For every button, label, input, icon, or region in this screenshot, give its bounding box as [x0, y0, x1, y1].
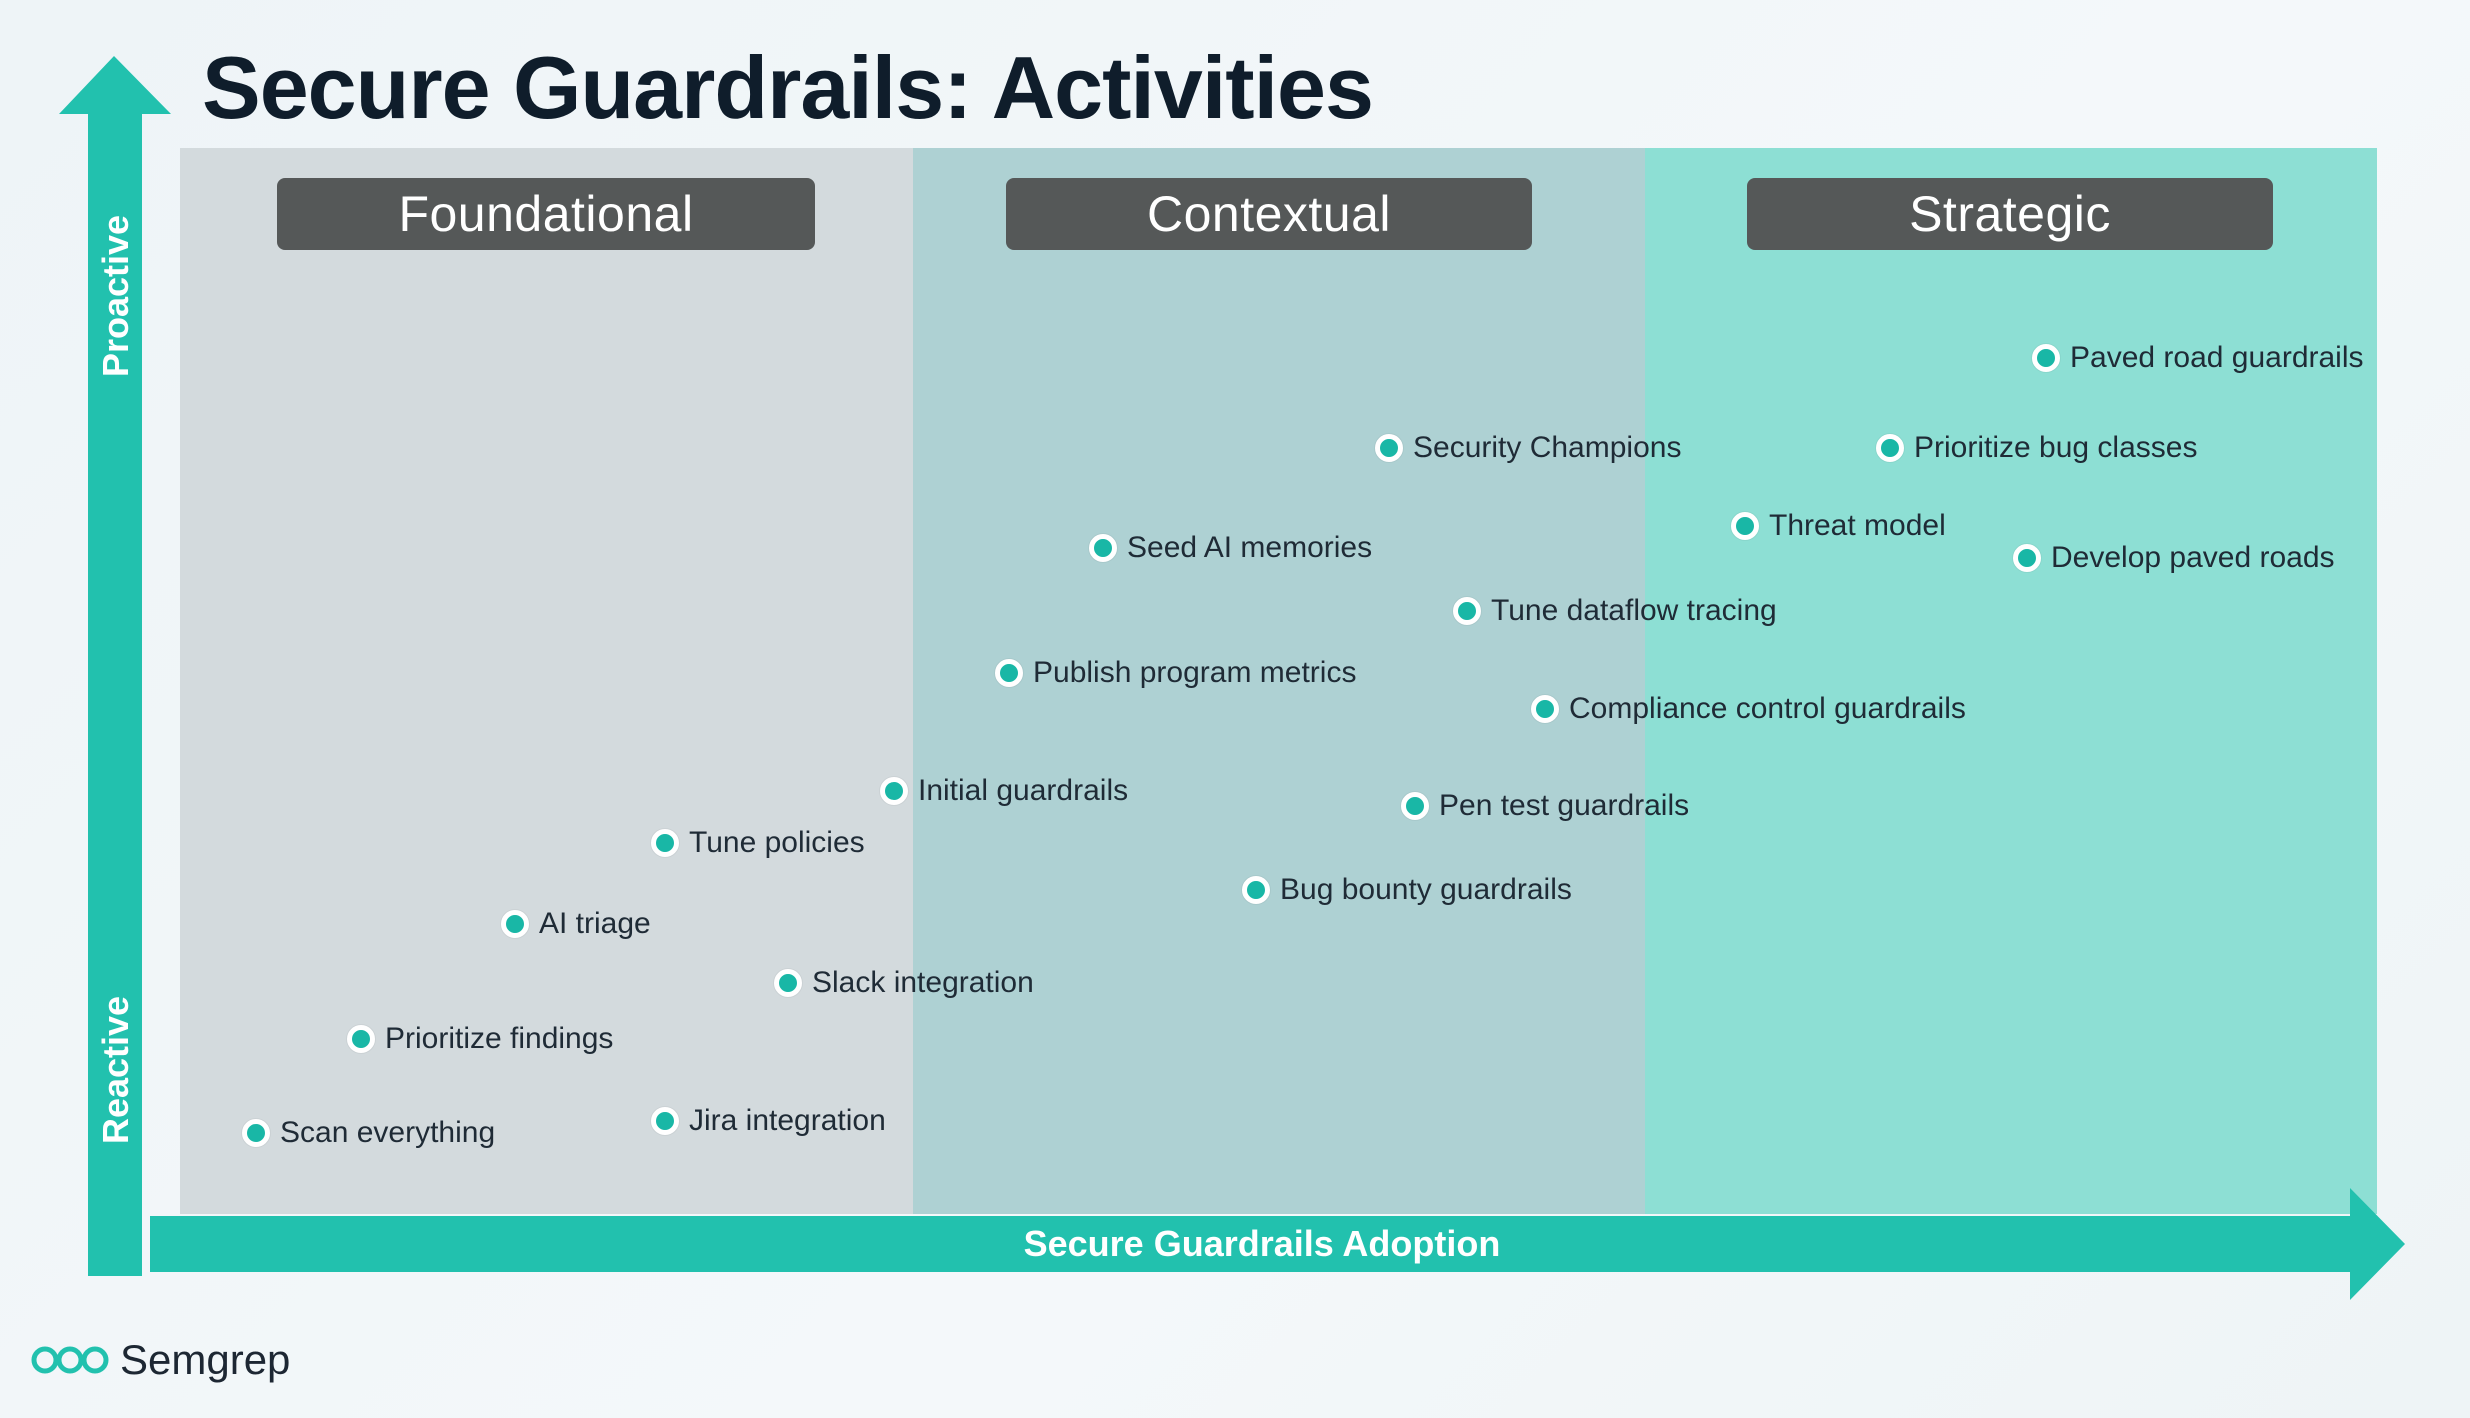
activity-scan-everything: Scan everything: [242, 1116, 495, 1150]
y-axis-arrow-shape: [59, 56, 171, 1276]
activity-label: Tune policies: [689, 826, 865, 859]
activity-label: Security Champions: [1413, 431, 1682, 464]
y-axis-label-reactive: Reactive: [95, 995, 136, 1145]
activity-dot: [651, 1107, 679, 1135]
activity-label: Seed AI memories: [1127, 531, 1373, 564]
activity-dot: [774, 969, 802, 997]
activity-label: Tune dataflow tracing: [1491, 594, 1777, 627]
activity-dot: [1453, 597, 1481, 625]
activity-dot: [1242, 876, 1270, 904]
activity-label: Develop paved roads: [2051, 541, 2335, 574]
activity-security-champions: Security Champions: [1375, 431, 1681, 465]
activity-seed-ai-memories: Seed AI memories: [1089, 531, 1372, 565]
activity-threat-model: Threat model: [1731, 509, 1946, 543]
band-header-strategic: Strategic: [1747, 178, 2273, 250]
x-axis-arrow-shape: [150, 1188, 2405, 1300]
activity-label: Scan everything: [280, 1116, 496, 1149]
y-axis-arrow: [59, 56, 171, 1276]
activity-dot: [2013, 544, 2041, 572]
activity-dot: [2032, 344, 2060, 372]
activity-tune-dataflow-tracing: Tune dataflow tracing: [1453, 594, 1777, 628]
page-title: Secure Guardrails: Activities: [202, 38, 1374, 137]
activity-publish-program-metrics: Publish program metrics: [995, 656, 1356, 690]
activity-prioritize-findings: Prioritize findings: [347, 1022, 613, 1056]
activity-dot: [995, 659, 1023, 687]
activity-label: Compliance control guardrails: [1569, 692, 1966, 725]
activity-label: Initial guardrails: [918, 774, 1129, 807]
activity-prioritize-bug-classes: Prioritize bug classes: [1876, 431, 2197, 465]
band-foundational: Foundational: [180, 148, 913, 1214]
activity-dot: [1375, 434, 1403, 462]
activity-develop-paved-roads: Develop paved roads: [2013, 541, 2335, 575]
x-axis-label: Secure Guardrails Adoption: [1023, 1223, 1501, 1264]
activity-dot: [1089, 534, 1117, 562]
semgrep-logo-text: Semgrep: [120, 1336, 291, 1383]
y-axis-label-proactive: Proactive: [95, 214, 136, 378]
activity-label: Threat model: [1769, 509, 1946, 542]
activity-bug-bounty-guardrails: Bug bounty guardrails: [1242, 873, 1572, 907]
activity-ai-triage: AI triage: [501, 907, 651, 941]
activity-tune-policies: Tune policies: [651, 826, 865, 860]
activity-dot: [880, 777, 908, 805]
x-axis-arrow: [150, 1188, 2405, 1300]
activity-pen-test-guardrails: Pen test guardrails: [1401, 789, 1689, 823]
band-strategic: Strategic: [1645, 148, 2377, 1214]
activity-dot: [1531, 695, 1559, 723]
activity-label: Bug bounty guardrails: [1280, 873, 1572, 906]
activity-dot: [1876, 434, 1904, 462]
activity-slack-integration: Slack integration: [774, 966, 1034, 1000]
activity-label: Paved road guardrails: [2070, 341, 2364, 374]
activity-initial-guardrails: Initial guardrails: [880, 774, 1128, 808]
activity-label: Slack integration: [812, 966, 1034, 999]
activity-label: AI triage: [539, 907, 651, 940]
activity-dot: [347, 1025, 375, 1053]
semgrep-logo-icon: [31, 1346, 109, 1374]
activity-dot: [651, 829, 679, 857]
band-header-foundational: Foundational: [277, 178, 815, 250]
activity-label: Prioritize findings: [385, 1022, 614, 1055]
activity-dot: [1731, 512, 1759, 540]
semgrep-logo: Semgrep: [30, 1336, 290, 1384]
activity-label: Publish program metrics: [1033, 656, 1357, 689]
activity-paved-road-guardrails: Paved road guardrails: [2032, 341, 2364, 375]
activity-label: Pen test guardrails: [1439, 789, 1690, 822]
activity-label: Jira integration: [689, 1104, 886, 1137]
band-header-contextual: Contextual: [1006, 178, 1532, 250]
activity-jira-integration: Jira integration: [651, 1104, 886, 1138]
band-contextual: Contextual: [913, 148, 1645, 1214]
activity-compliance-control-guardrails: Compliance control guardrails: [1531, 692, 1966, 726]
activity-dot: [501, 910, 529, 938]
activity-dot: [242, 1119, 270, 1147]
activity-label: Prioritize bug classes: [1914, 431, 2198, 464]
activity-dot: [1401, 792, 1429, 820]
